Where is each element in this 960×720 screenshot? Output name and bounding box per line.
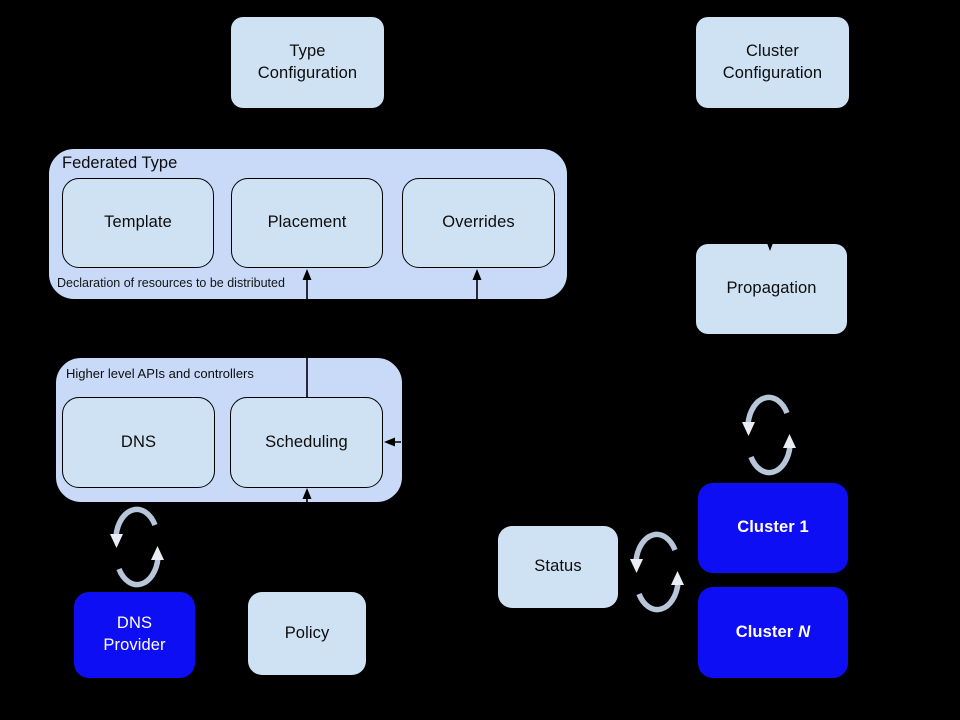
dns-provider-node: DNS Provider <box>74 592 195 678</box>
sync-icon-status-cluster <box>630 534 684 609</box>
status-node: Status <box>498 526 618 608</box>
policy-node: Policy <box>248 592 366 675</box>
cluster-1-node: Cluster 1 <box>698 483 848 573</box>
sync-icon-propagation-cluster <box>742 397 796 472</box>
overrides-node: Overrides <box>402 178 555 268</box>
arrow-type-config-to-federated-type <box>302 110 312 147</box>
higher-level-apis-group-label: Higher level APIs and controllers <box>66 366 254 381</box>
cluster-n-suffix: N <box>798 622 811 641</box>
sync-icon-dns-provider <box>110 509 164 584</box>
arrow-cluster-config-to-propagation <box>765 110 775 251</box>
federated-type-caption: Declaration of resources to be distribut… <box>57 276 285 290</box>
propagation-node: Propagation <box>696 244 847 334</box>
type-configuration-node: Type Configuration <box>231 17 384 108</box>
template-node: Template <box>62 178 214 268</box>
federated-type-group-label: Federated Type <box>62 154 178 172</box>
cluster-configuration-node: Cluster Configuration <box>696 17 849 108</box>
placement-node: Placement <box>231 178 383 268</box>
cluster-n-label: Cluster <box>735 622 794 641</box>
scheduling-node: Scheduling <box>230 397 383 488</box>
dns-node: DNS <box>62 397 215 488</box>
